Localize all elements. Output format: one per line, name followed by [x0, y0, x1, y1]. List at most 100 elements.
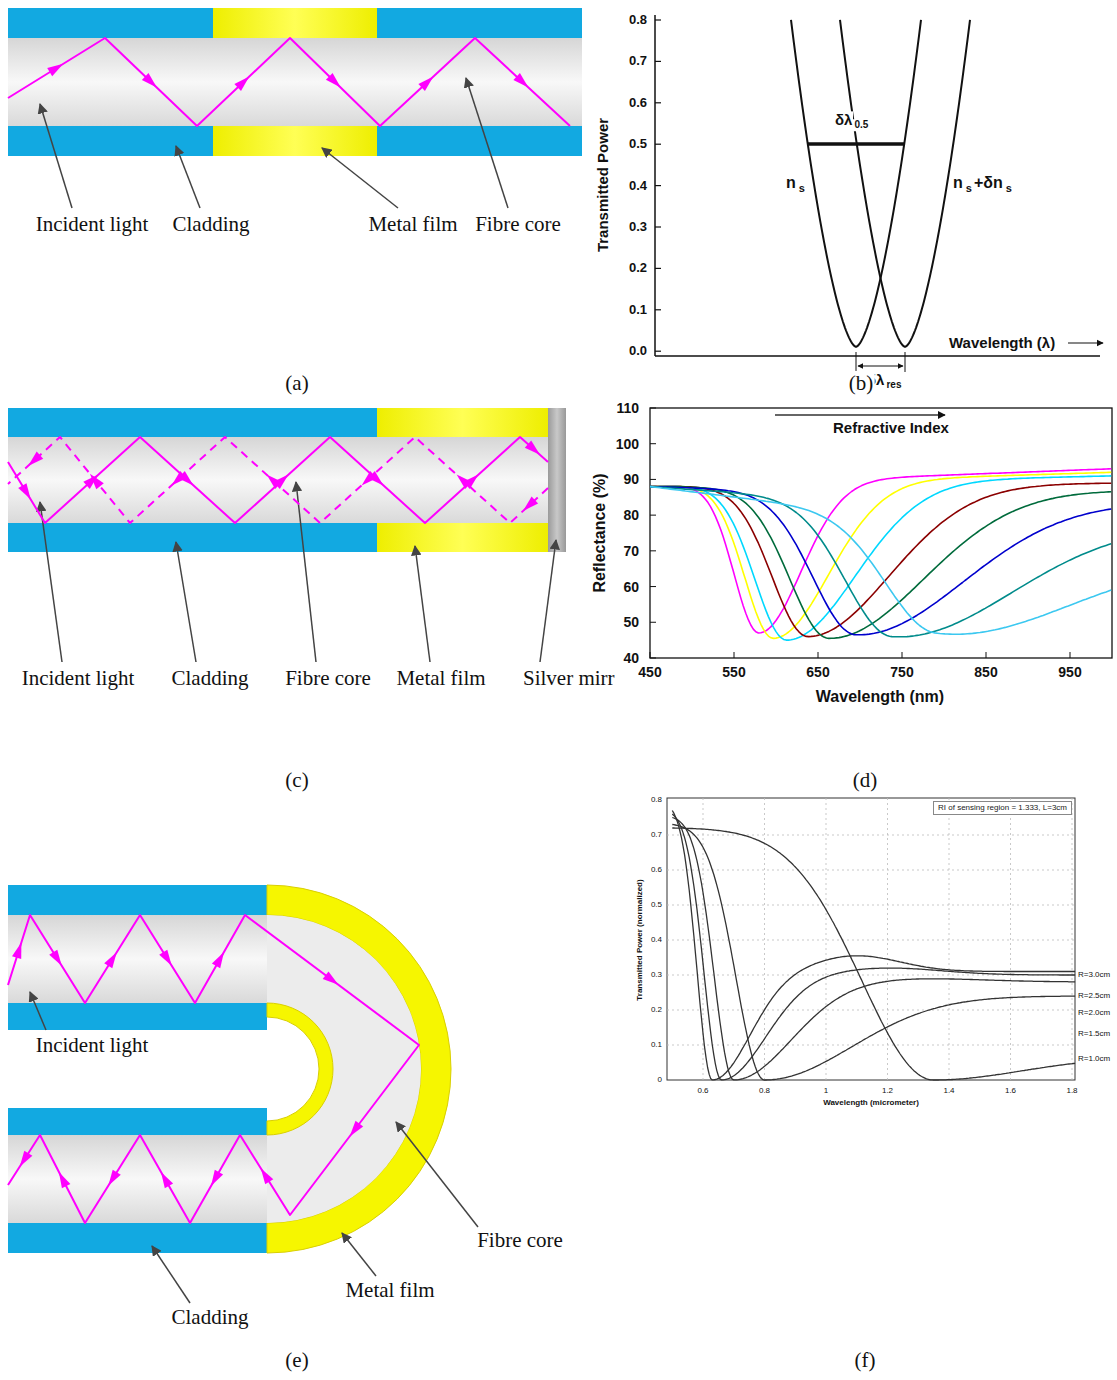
ray-arrowhead	[104, 952, 117, 968]
plot-frame-d	[650, 408, 1112, 658]
text-label: (a)	[284, 371, 309, 395]
transmission-curve	[840, 20, 970, 347]
ray-arrowhead	[28, 452, 43, 466]
ray-arrowhead	[159, 950, 172, 966]
text-label: R=2.0cm	[1077, 1008, 1111, 1017]
cladding	[8, 1223, 267, 1253]
text-label: (f)	[854, 1348, 877, 1372]
fibre-e	[8, 885, 451, 1253]
axis-tick	[650, 657, 656, 658]
ray-arrowhead	[172, 471, 187, 485]
ray-arrowhead	[212, 952, 224, 968]
ray-arrowhead	[161, 1172, 173, 1188]
text-label: R=3.0cm	[1077, 970, 1111, 979]
ray-arrowhead	[457, 475, 472, 489]
text-label: (b)	[848, 371, 875, 395]
text-label: s	[798, 182, 806, 195]
axis-tick	[655, 61, 661, 62]
cladding	[8, 1003, 267, 1030]
text-label: 80	[622, 507, 640, 523]
leader-arrows-c	[40, 482, 556, 662]
axis-tick	[655, 351, 661, 352]
text-label: Fibre core	[284, 666, 372, 690]
reflectance-curve	[650, 483, 1111, 636]
reflectance-curve	[650, 487, 1111, 639]
reflectance-curve	[650, 472, 1111, 638]
annotation-text: RI of sensing region = 1.333, L=3cm	[938, 803, 1067, 813]
power-curve	[672, 828, 1075, 1080]
text-label: Incident light	[35, 1033, 150, 1057]
ray-arrowhead	[261, 1168, 274, 1184]
ray-arrowhead	[362, 471, 377, 485]
text-label: Wavelength (λ)	[948, 334, 1056, 351]
text-label: Transmitted Power (normalized)	[635, 878, 644, 1001]
axis-tick	[902, 652, 903, 658]
ray-arrowhead	[234, 77, 249, 92]
text-label: Reflectance (%)	[591, 472, 609, 593]
text-label: 0.5	[853, 119, 869, 131]
axis-tick	[650, 652, 651, 658]
metal-film	[213, 8, 377, 38]
leader-arrows-a	[40, 78, 508, 208]
text-label: 0.8	[628, 13, 648, 28]
text-label: 0.4	[628, 178, 648, 193]
text-label: Refractive Index	[832, 419, 950, 436]
ray-arrowhead	[49, 950, 62, 966]
text-label: n	[952, 174, 964, 192]
axis-tick	[655, 185, 661, 186]
metal-film	[377, 523, 548, 552]
text-label: 0.2	[628, 261, 648, 276]
text-label: 0.6	[696, 1086, 709, 1095]
axis-tick	[655, 19, 661, 20]
axis-tick	[650, 479, 656, 480]
ray-arrowhead	[323, 971, 339, 984]
text-label: 70	[622, 543, 640, 559]
light-ray	[8, 915, 419, 1223]
grid-line	[667, 905, 1075, 906]
text-label: Metal film	[344, 1278, 435, 1302]
power-curve	[672, 825, 1075, 1081]
text-label: 100	[615, 436, 640, 452]
reflectance-curve	[650, 487, 1111, 637]
text-label: Incident light	[35, 212, 150, 236]
text-label: Cladding	[172, 212, 251, 236]
text-label: Wavelength (micrometer)	[822, 1098, 920, 1107]
text-label: res	[885, 379, 902, 391]
trend-arrow	[775, 414, 945, 415]
grid-line	[949, 798, 950, 1080]
ray-arrowhead	[267, 475, 282, 489]
text-label: 0.5	[650, 900, 663, 909]
fibre-core	[8, 38, 582, 126]
text-label: 1.2	[881, 1086, 894, 1095]
ray-arrowhead	[20, 1151, 33, 1167]
plot-frame-f	[667, 798, 1075, 1080]
fibre-c	[8, 408, 566, 552]
ray-arrowhead	[108, 1170, 121, 1186]
cladding	[377, 126, 582, 156]
text-label: Incident light	[21, 666, 136, 690]
text-label: 850	[973, 664, 998, 680]
transmission-curve	[791, 20, 921, 347]
light-ray	[8, 437, 548, 523]
ray-arrowhead	[47, 64, 63, 77]
axis-tick	[734, 652, 735, 658]
text-label: Fibre core	[476, 1228, 564, 1252]
cladding	[377, 8, 582, 38]
light-ray	[8, 437, 548, 523]
ray-arrowhead	[12, 942, 21, 959]
fibre-core-bend	[267, 915, 421, 1223]
reflectance-curve	[650, 476, 1111, 640]
axis-tick	[655, 144, 661, 145]
text-label: 1.6	[1004, 1086, 1017, 1095]
text-label: R=2.5cm	[1077, 991, 1111, 1000]
cladding	[8, 126, 213, 156]
fibre-core	[8, 437, 548, 523]
axis-tick	[655, 309, 661, 310]
metal-film	[267, 1003, 333, 1135]
text-label: 110	[615, 400, 640, 416]
axis-tick	[650, 515, 656, 516]
fibre-a	[8, 8, 582, 156]
annotation-box: RI of sensing region = 1.333, L=3cm	[933, 801, 1072, 815]
text-label: 50	[622, 614, 640, 630]
text-label: 0.2	[650, 1005, 663, 1014]
